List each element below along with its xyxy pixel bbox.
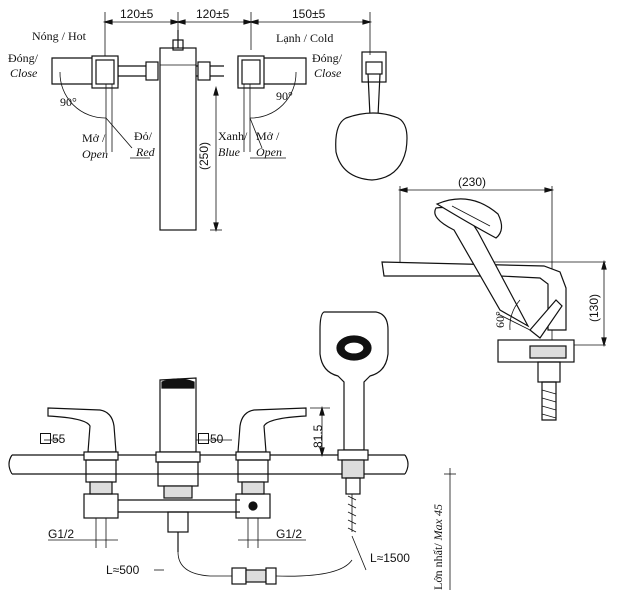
- label-max-en: Max 45: [431, 504, 445, 541]
- label-close-en-right: Close: [314, 66, 342, 80]
- dim-l1500: L≈1500: [370, 551, 410, 565]
- label-max-45: Lớn nhất/ Max 45: [431, 504, 445, 590]
- dim-120-right: 120±5: [196, 7, 230, 21]
- front-connector: [231, 559, 353, 585]
- front-right-valve: [235, 407, 307, 548]
- label-close-en-left: Close: [10, 66, 38, 80]
- square-icon: [40, 433, 51, 444]
- dim-250: (250): [197, 141, 211, 170]
- dim-230: (230): [458, 175, 487, 189]
- dim-g-left: G1/2: [48, 527, 75, 541]
- label-hot: Nóng / Hot: [32, 29, 86, 43]
- label-red-vi: Đỏ/: [134, 129, 152, 143]
- label-red-en: Red: [136, 145, 155, 159]
- leader-lines: [44, 157, 367, 571]
- dim-120-left: 120±5: [120, 7, 154, 21]
- dim-55-value: 55: [52, 432, 66, 446]
- label-open-en-left: Open: [82, 147, 108, 161]
- label-close-vi-right: Đóng/: [312, 51, 342, 65]
- dim-50-value: 50: [210, 432, 224, 446]
- top-right-handle: [237, 55, 307, 152]
- dim-150: 150±5: [292, 7, 326, 21]
- dim-81-5: 81.5: [311, 424, 325, 448]
- label-open-vi-right: Mở /: [256, 129, 280, 143]
- side-view: [381, 186, 607, 421]
- label-blue-vi: Xanh/: [218, 129, 248, 143]
- label-90-left: 90°: [60, 95, 77, 109]
- label-90-right: 90°: [276, 89, 293, 103]
- top-hand-shower: [335, 51, 408, 181]
- label-60: 60°: [493, 311, 507, 328]
- dim-g-right: G1/2: [276, 527, 303, 541]
- front-spout: [154, 377, 240, 577]
- dim-square-55: 55: [40, 433, 65, 446]
- dim-130: (130): [587, 293, 601, 322]
- top-left-handle: [51, 55, 159, 152]
- dim-l500: L≈500: [106, 563, 140, 577]
- front-hand-shower: [319, 311, 389, 533]
- top-dimension-lines: [102, 12, 373, 62]
- label-max-vi: Lớn nhất/: [431, 543, 445, 590]
- label-close-vi-left: Đóng/: [8, 51, 38, 65]
- label-cold: Lạnh / Cold: [276, 31, 334, 45]
- label-open-vi-left: Mở /: [82, 131, 106, 145]
- front-left-valve: [47, 407, 154, 548]
- dim-square-50: 50: [198, 433, 223, 446]
- label-open-en-right: Open: [256, 145, 282, 159]
- top-spout: [159, 30, 224, 233]
- label-blue-en: Blue: [218, 145, 240, 159]
- square-icon: [198, 433, 209, 444]
